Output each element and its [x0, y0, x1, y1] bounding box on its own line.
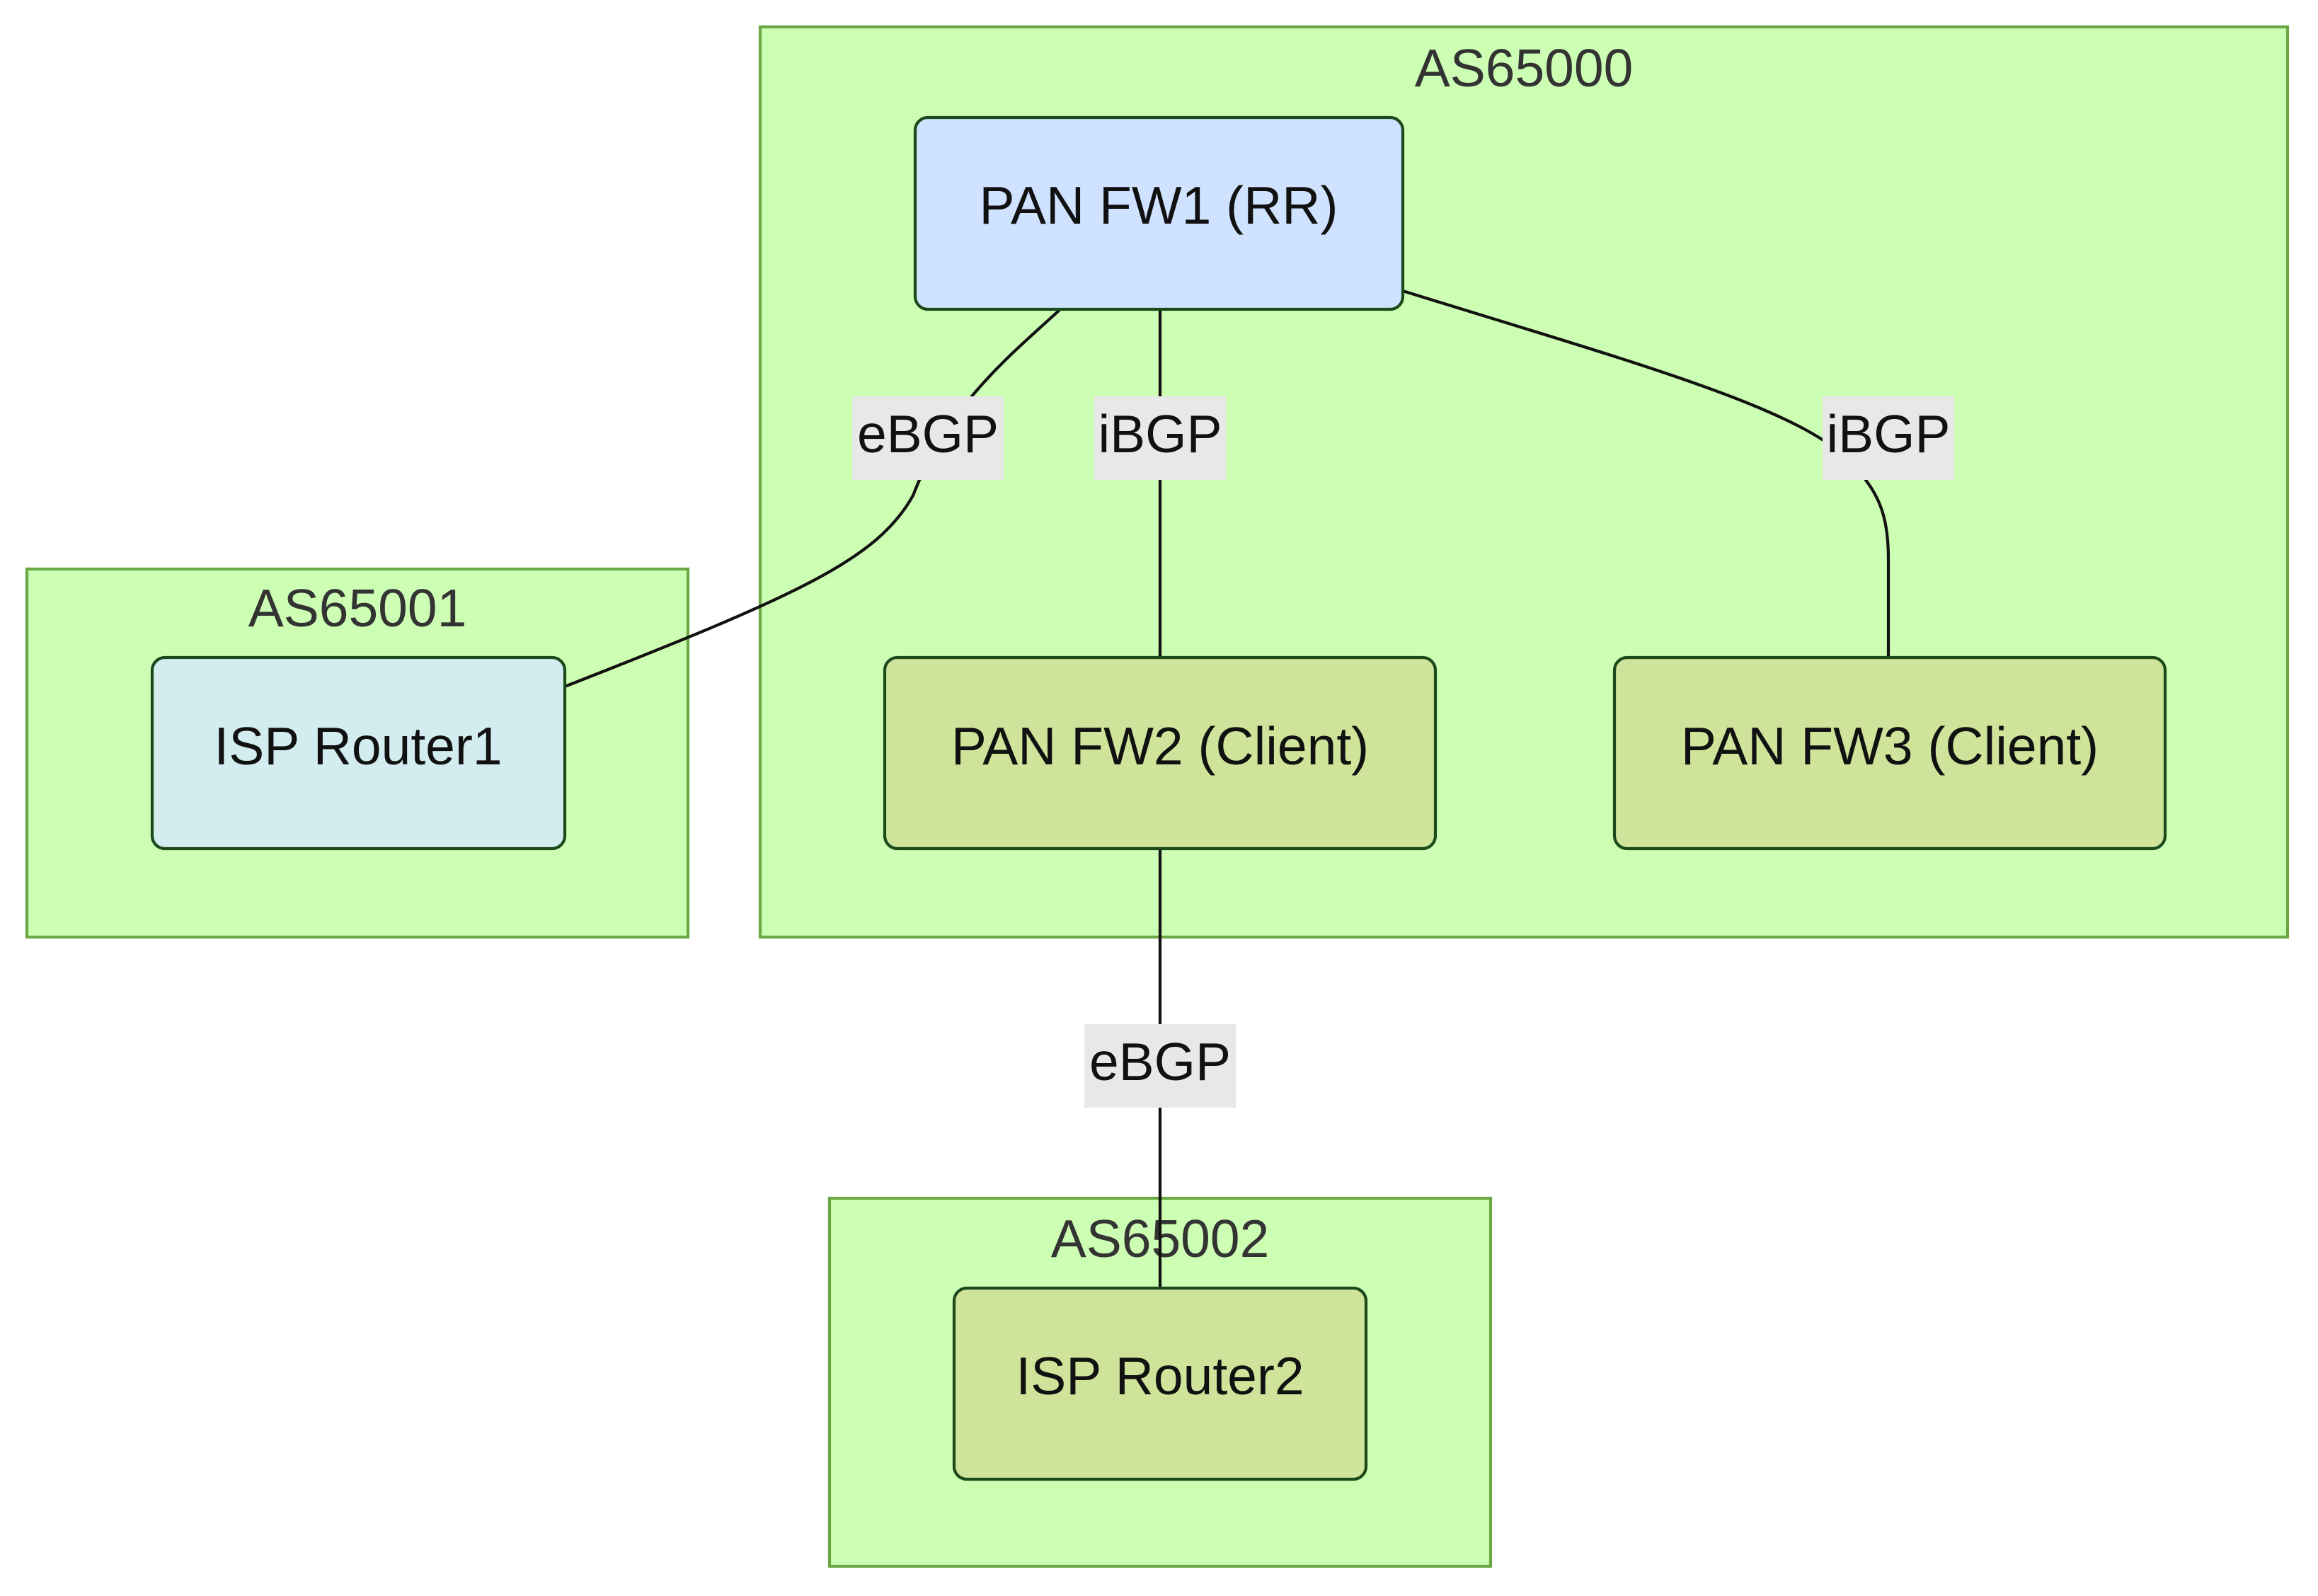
node-fw3-label: PAN FW3 (Client)	[1681, 716, 2099, 776]
node-isp1-label: ISP Router1	[214, 716, 502, 776]
node-fw2: PAN FW2 (Client)	[883, 655, 1438, 851]
edge-label-e2-text: iBGP	[1098, 404, 1222, 464]
edge-label-e3: iBGP	[1823, 396, 1954, 480]
node-isp2: ISP Router2	[952, 1286, 1368, 1481]
node-fw2-label: PAN FW2 (Client)	[951, 716, 1369, 776]
node-isp2-label: ISP Router2	[1016, 1346, 1304, 1406]
node-fw2-box	[883, 655, 1438, 851]
edge-fw1-isp1	[564, 308, 1062, 688]
edge-label-e4-text: eBGP	[1089, 1032, 1231, 1091]
node-fw3-box	[1612, 655, 2167, 851]
node-fw1-label: PAN FW1 (RR)	[980, 176, 1338, 235]
node-fw1-box	[913, 115, 1405, 311]
edge-label-e2-bg	[1094, 396, 1226, 480]
node-isp1: ISP Router1	[150, 655, 567, 851]
cluster-as65000-title: AS65000	[1415, 38, 1634, 98]
edge-label-e1-bg	[852, 396, 1004, 480]
node-fw1: PAN FW1 (RR)	[913, 115, 1405, 311]
edge-label-e1-text: eBGP	[857, 404, 999, 464]
edge-label-e4-bg	[1084, 1024, 1236, 1108]
edge-label-e3-text: iBGP	[1826, 404, 1950, 464]
edge-label-e4: eBGP	[1084, 1024, 1236, 1108]
node-isp1-box	[150, 655, 567, 851]
node-fw3: PAN FW3 (Client)	[1612, 655, 2167, 851]
edge-label-e2: iBGP	[1094, 396, 1226, 480]
edge-label-e1: eBGP	[852, 396, 1004, 480]
node-isp2-box	[952, 1286, 1368, 1481]
cluster-as65001-title: AS65001	[248, 578, 467, 638]
edge-fw1-fw3	[1402, 289, 1890, 658]
edge-label-e3-bg	[1823, 396, 1954, 480]
